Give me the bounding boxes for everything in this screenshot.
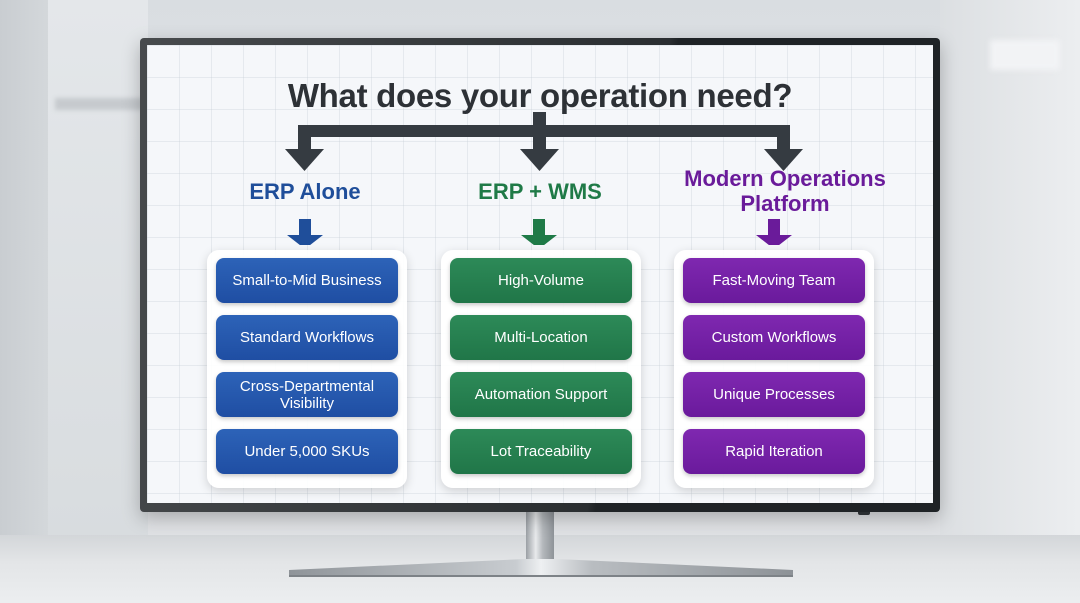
- item-under-5000-skus: Under 5,000 SKUs: [216, 429, 398, 474]
- item-custom-workflows: Custom Workflows: [683, 315, 865, 360]
- monitor-screen: What does your operation need?: [147, 45, 933, 503]
- item-fast-moving-team: Fast-Moving Team: [683, 258, 865, 303]
- platform-arrow: [756, 219, 792, 245]
- item-high-volume: High-Volume: [450, 258, 632, 303]
- heading-modern-operations-platform: Modern Operations Platform: [657, 166, 913, 216]
- item-multi-location: Multi-Location: [450, 315, 632, 360]
- item-rapid-iteration: Rapid Iteration: [683, 429, 865, 474]
- item-unique-processes: Unique Processes: [683, 372, 865, 417]
- item-small-to-mid-business: Small-to-Mid Business: [216, 258, 398, 303]
- background-wall: [0, 0, 50, 540]
- erp-wms-arrow: [521, 219, 557, 245]
- monitor: What does your operation need?: [140, 38, 940, 515]
- card-erp-alone: Small-to-Mid Business Standard Workflows…: [207, 250, 407, 488]
- background-window: [48, 0, 148, 540]
- heading-line-2: Platform: [740, 191, 830, 216]
- heading-erp-wms: ERP + WMS: [478, 179, 602, 204]
- monitor-stand-base: [289, 559, 793, 577]
- heading-erp-alone: ERP Alone: [249, 179, 361, 204]
- background-shelf: [55, 98, 145, 110]
- item-cross-departmental-visibility: Cross-Departmental Visibility: [216, 372, 398, 417]
- item-standard-workflows: Standard Workflows: [216, 315, 398, 360]
- card-modern-operations-platform: Fast-Moving Team Custom Workflows Unique…: [674, 250, 874, 488]
- card-erp-wms: High-Volume Multi-Location Automation Su…: [441, 250, 641, 488]
- erp-alone-arrow: [287, 219, 323, 245]
- item-automation-support: Automation Support: [450, 372, 632, 417]
- power-indicator: [858, 512, 870, 515]
- background-right-wall: [940, 0, 1080, 540]
- monitor-stand-neck: [526, 512, 554, 564]
- heading-line-1: Modern Operations: [684, 166, 886, 191]
- background-light-panel: [990, 40, 1060, 70]
- item-lot-traceability: Lot Traceability: [450, 429, 632, 474]
- diagram-title: What does your operation need?: [287, 77, 793, 114]
